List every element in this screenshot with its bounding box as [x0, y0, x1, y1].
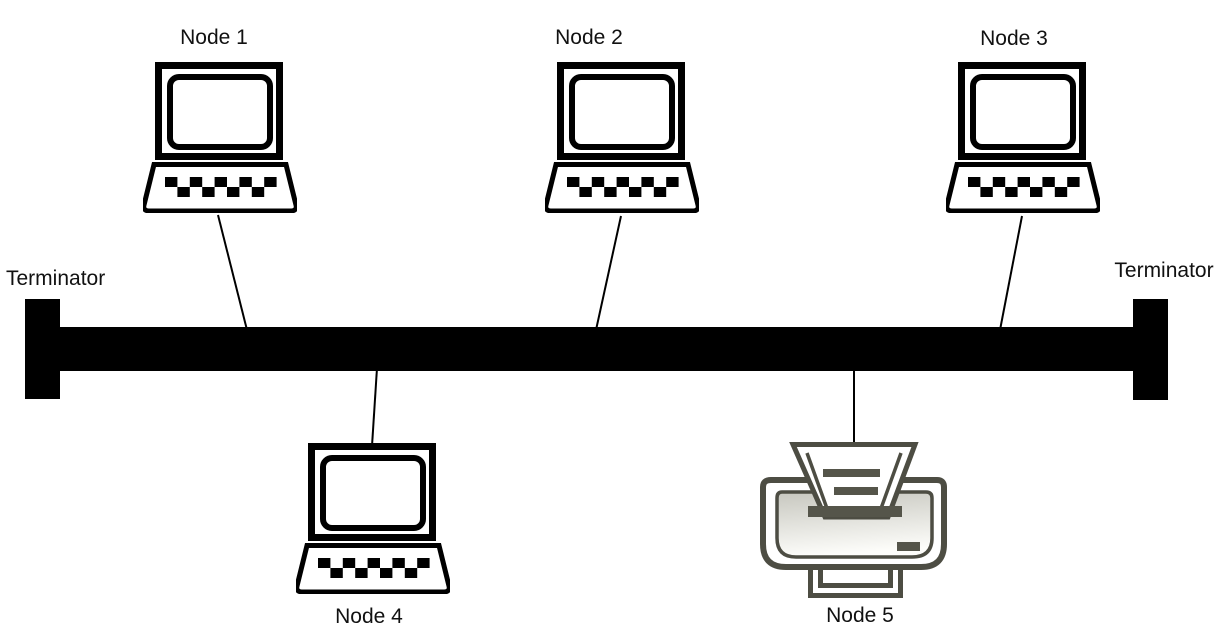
connection-line-node-4 [371, 367, 378, 447]
bus-backbone [55, 327, 1135, 371]
node-4-laptop-icon [297, 447, 450, 593]
connection-line-node-1 [217, 214, 248, 331]
node-5-label: Node 5 [826, 604, 894, 627]
node-4-label: Node 4 [335, 605, 403, 628]
node-3-label: Node 3 [980, 27, 1048, 50]
terminator-left-label: Terminator [6, 267, 106, 290]
terminator-right-label: Terminator [1114, 259, 1214, 282]
terminator-right-block [1133, 299, 1168, 400]
node-1-laptop-icon [144, 66, 297, 212]
node-2-label: Node 2 [555, 26, 623, 49]
node-1-label: Node 1 [180, 26, 248, 49]
connection-line-node-3 [999, 215, 1023, 331]
terminator-left-block [25, 299, 60, 399]
node-2-laptop-icon [546, 66, 699, 212]
node-3-laptop-icon [947, 66, 1100, 212]
node-5-printer-icon [763, 445, 944, 599]
connection-line-node-2 [595, 215, 622, 331]
